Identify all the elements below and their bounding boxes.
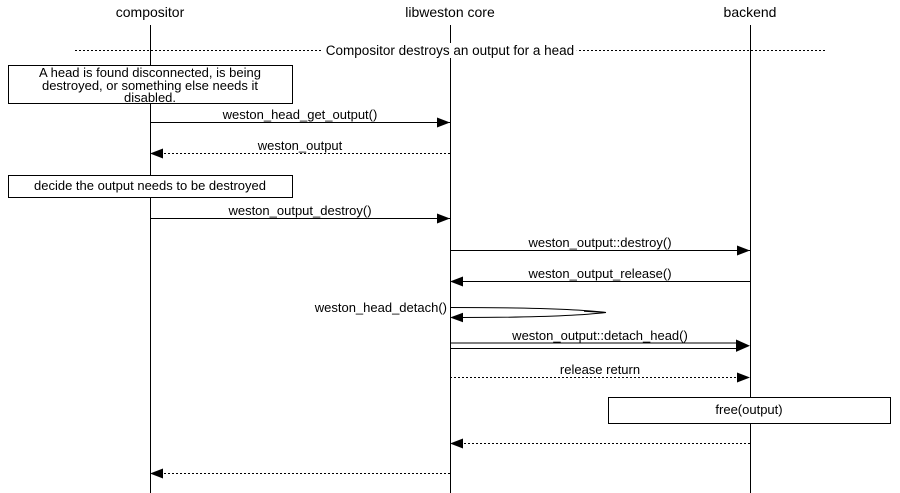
arrow-output-destroy — [150, 213, 450, 224]
arrow-free-return — [450, 438, 750, 449]
note-disconnected-line-2: destroyed, or something else needs it — [41, 77, 259, 93]
arrow-detach-head-vfunc — [450, 339, 750, 352]
note-free-output-label: free(output) — [715, 402, 783, 417]
note-decide-label: decide the output needs to be destroyed — [33, 178, 267, 193]
message-label-head-detach: weston_head_detach() — [314, 300, 447, 315]
note-disconnected-line-3: disabled. — [123, 90, 177, 105]
arrow-output-release — [450, 276, 750, 287]
message-label-output-destroy: weston_output_destroy() — [228, 203, 372, 218]
message-label-head-get-output: weston_head_get_output() — [222, 107, 378, 122]
actor-label-libweston-core: libweston core — [405, 4, 495, 20]
divider-label: Compositor destroys an output for a head — [322, 43, 578, 58]
actor-label-compositor: compositor — [115, 4, 185, 20]
message-label-weston-output-return: weston_output — [257, 138, 343, 153]
note-box-disconnected — [8, 65, 293, 104]
arrow-head-get-output — [150, 117, 450, 128]
arrow-release-return — [450, 372, 750, 383]
message-label-detach-head-vfunc: weston_output::detach_head() — [512, 328, 688, 343]
note-box-free-output — [608, 397, 891, 424]
arrow-weston-output-return — [150, 148, 450, 159]
arrow-head-detach-self — [449, 307, 607, 323]
arrow-destroy-vfunc — [450, 245, 750, 256]
message-label-output-release: weston_output_release() — [528, 266, 672, 281]
note-box-decide — [8, 175, 293, 198]
note-disconnected-line-1: A head is found disconnected, is being — [39, 65, 261, 80]
message-label-destroy-vfunc: weston_output::destroy() — [528, 235, 672, 250]
actor-label-backend: backend — [723, 4, 777, 20]
arrow-final-return — [150, 468, 450, 479]
message-label-release-return: release return — [559, 362, 641, 377]
